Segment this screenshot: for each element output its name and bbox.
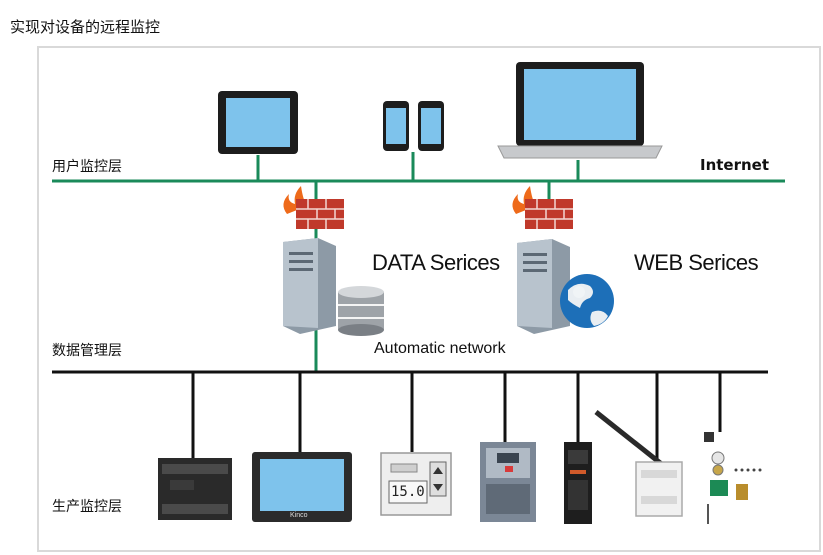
wireless-plc-icon [594, 410, 683, 517]
web-services-label: WEB Serices [634, 250, 759, 275]
page-title: 实现对设备的远程监控 [10, 18, 161, 36]
firewall-icon [283, 186, 344, 229]
layer-label-production: 生产监控层 [52, 499, 122, 515]
internet-label: Internet [700, 156, 770, 174]
firewall-icon-2 [512, 186, 573, 229]
smartphone-icon-2 [418, 101, 444, 151]
data-services-label: DATA Serices [372, 250, 500, 275]
hmi-brand-label: Kinco [290, 512, 308, 519]
globe-icon [560, 274, 614, 328]
database-icon [338, 286, 384, 336]
temperature-controller-icon [380, 452, 452, 516]
automatic-network-label: Automatic network [374, 340, 506, 357]
plc-icon [158, 458, 232, 520]
hmi-icon [252, 452, 352, 522]
inverter-icon [480, 442, 536, 522]
io-module-icon [704, 432, 762, 524]
layer-label-user: 用户监控层 [52, 159, 122, 175]
servo-drive-icon [564, 442, 592, 524]
smartphone-icon [383, 101, 409, 151]
data-server-icon [283, 238, 336, 334]
web-server-icon [517, 239, 570, 334]
layer-label-data: 数据管理层 [52, 343, 122, 359]
tablet-icon [218, 91, 298, 154]
diagram-frame [37, 46, 821, 552]
controller-display-value: 15.0 [391, 484, 425, 500]
laptop-icon [497, 62, 663, 159]
